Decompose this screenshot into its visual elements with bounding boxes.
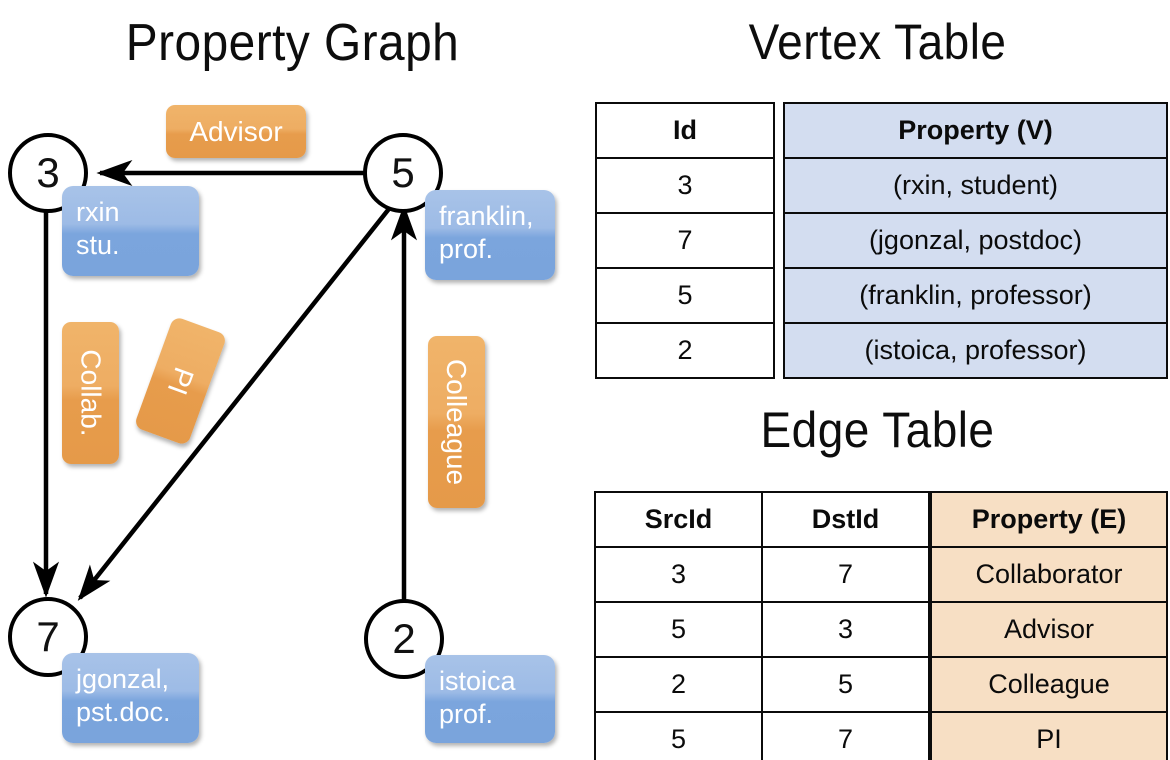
edge-badge-advisor-text: Advisor xyxy=(189,115,283,147)
table-header-row: SrcId DstId xyxy=(594,491,930,548)
edge-cell-property: Colleague xyxy=(930,656,1168,713)
edge-cell-dstid: 7 xyxy=(761,546,930,603)
page-title-vertex-table: Vertex Table xyxy=(748,14,1007,70)
edge-cell-srcid: 5 xyxy=(594,601,763,658)
vertex-header-property: Property (V) xyxy=(783,102,1168,159)
edge-header-srcid: SrcId xyxy=(594,491,763,548)
vertex-table-property-column: Property (V) (rxin, student) (jgonzal, p… xyxy=(783,102,1168,379)
edge-badge-collab[interactable]: Collab. xyxy=(62,322,119,464)
edge-header-dstid: DstId xyxy=(761,491,930,548)
vertex-cell-property: (franklin, professor) xyxy=(783,267,1168,324)
table-row[interactable]: 7 xyxy=(595,212,775,269)
vertex-cell-id: 7 xyxy=(595,212,775,269)
vertex-badge-2-line1: istoica xyxy=(439,666,516,696)
vertex-badge-5-line1: franklin, xyxy=(439,201,534,231)
table-row[interactable]: (istoica, professor) xyxy=(783,322,1168,379)
edge-badge-advisor[interactable]: Advisor xyxy=(166,105,306,158)
graph-node-5-label: 5 xyxy=(391,149,415,196)
edge-cell-property: Collaborator xyxy=(930,546,1168,603)
edge-cell-srcid: 2 xyxy=(594,656,763,713)
vertex-table-id-column: Id 3 7 5 2 xyxy=(595,102,775,379)
edge-cell-srcid: 5 xyxy=(594,711,763,760)
edge-cell-srcid: 3 xyxy=(594,546,763,603)
table-row[interactable]: 3 xyxy=(595,157,775,214)
table-row[interactable]: (franklin, professor) xyxy=(783,267,1168,324)
edge-badge-pi-text: PI xyxy=(161,363,201,399)
edge-badge-collab-text: Collab. xyxy=(75,349,107,437)
vertex-badge-7-line1: jgonzal, xyxy=(76,664,170,694)
table-row[interactable]: 3 7 xyxy=(594,546,930,603)
page-title-edge-table: Edge Table xyxy=(760,402,995,458)
vertex-badge-3-line2: stu. xyxy=(76,230,120,260)
page-title-property-graph: Property Graph xyxy=(125,14,460,72)
vertex-badge-7[interactable]: jgonzal, pst.doc. xyxy=(62,653,199,743)
edge-badge-colleague[interactable]: Colleague xyxy=(428,336,485,508)
vertex-cell-property: (jgonzal, postdoc) xyxy=(783,212,1168,269)
graph-edges-svg xyxy=(32,159,418,601)
table-row[interactable]: 2 5 xyxy=(594,656,930,713)
table-header-row: Property (V) xyxy=(783,102,1168,159)
graph-node-2[interactable]: 2 xyxy=(364,599,444,679)
table-header-row: Property (E) xyxy=(930,491,1168,548)
vertex-badge-3-line1: rxin xyxy=(76,197,120,227)
vertex-cell-id: 2 xyxy=(595,322,775,379)
table-header-row: Id xyxy=(595,102,775,159)
table-row[interactable]: (jgonzal, postdoc) xyxy=(783,212,1168,269)
graph-node-7-label: 7 xyxy=(36,613,60,660)
vertex-badge-2[interactable]: istoica prof. xyxy=(425,655,555,743)
table-row[interactable]: 2 xyxy=(595,322,775,379)
edge-cell-property: Advisor xyxy=(930,601,1168,658)
vertex-cell-property: (rxin, student) xyxy=(783,157,1168,214)
vertex-badge-2-line2: prof. xyxy=(439,699,494,729)
table-row[interactable]: 5 3 xyxy=(594,601,930,658)
table-row[interactable]: 5 xyxy=(595,267,775,324)
edge-cell-dstid: 5 xyxy=(761,656,930,713)
table-row[interactable]: Collaborator xyxy=(930,546,1168,603)
edge-cell-dstid: 3 xyxy=(761,601,930,658)
edge-badge-colleague-text: Colleague xyxy=(441,358,473,486)
vertex-badge-7-line2: pst.doc. xyxy=(76,697,171,727)
table-row[interactable]: Colleague xyxy=(930,656,1168,713)
edge-5-to-7 xyxy=(77,198,398,601)
graph-node-5[interactable]: 5 xyxy=(363,133,443,213)
graph-node-2-label: 2 xyxy=(392,615,416,662)
table-row[interactable]: 5 7 xyxy=(594,711,930,760)
edge-cell-property: PI xyxy=(930,711,1168,760)
edge-table-property-column: Property (E) Collaborator Advisor Collea… xyxy=(930,491,1168,760)
vertex-badge-5[interactable]: franklin, prof. xyxy=(425,190,555,280)
table-row[interactable]: Advisor xyxy=(930,601,1168,658)
vertex-header-id: Id xyxy=(595,102,775,159)
edge-header-property: Property (E) xyxy=(930,491,1168,548)
edge-cell-dstid: 7 xyxy=(761,711,930,760)
graph-node-3-label: 3 xyxy=(36,149,60,196)
vertex-cell-id: 5 xyxy=(595,267,775,324)
table-row[interactable]: (rxin, student) xyxy=(783,157,1168,214)
vertex-cell-property: (istoica, professor) xyxy=(783,322,1168,379)
table-row[interactable]: PI xyxy=(930,711,1168,760)
vertex-badge-5-line2: prof. xyxy=(439,234,494,264)
property-graph-diagram: 3 5 7 2 rxin stu. franklin, prof. jgonza… xyxy=(8,105,555,743)
vertex-badge-3[interactable]: rxin stu. xyxy=(62,186,199,276)
edge-table-key-columns: SrcId DstId 3 7 5 3 2 5 5 7 xyxy=(594,491,930,760)
vertex-cell-id: 3 xyxy=(595,157,775,214)
